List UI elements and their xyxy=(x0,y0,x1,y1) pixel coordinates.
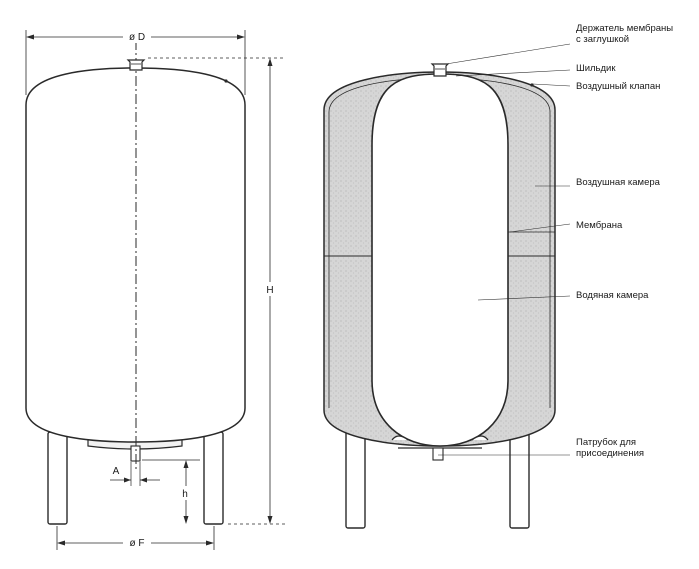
right-leg xyxy=(203,431,224,525)
bottom-clamp-right xyxy=(471,435,489,441)
label-connection-1: Патрубок для xyxy=(576,437,636,448)
connection-nozzle xyxy=(432,447,444,461)
label-air-valve: Воздушный клапан xyxy=(576,81,660,92)
air-valve-icon xyxy=(224,79,228,83)
dimension-h: H xyxy=(148,57,285,525)
callout-leaders xyxy=(438,43,571,456)
cutaway-left-leg xyxy=(345,427,366,529)
cutaway-right-leg xyxy=(509,427,530,529)
tank-external-view: ø D H A h xyxy=(25,30,285,550)
label-membrane-holder-2: с заглушкой xyxy=(576,34,629,45)
label-connection-2: присоединения xyxy=(576,448,644,459)
dimension-d: ø D xyxy=(25,30,246,95)
tank-cutaway-view xyxy=(323,63,556,529)
label-membrane: Мембрана xyxy=(576,220,623,231)
dimension-f-label: ø F xyxy=(130,538,145,549)
top-fitting xyxy=(126,59,146,71)
dimension-a-label: A xyxy=(113,466,120,477)
dimension-h-label: H xyxy=(266,285,273,296)
left-leg xyxy=(47,431,68,525)
label-membrane-holder-1: Держатель мембраны xyxy=(576,23,673,34)
dimension-a: A xyxy=(110,462,160,486)
dimension-leg-h-label: h xyxy=(182,489,188,500)
membrane-water-chamber xyxy=(371,73,509,447)
tank-body xyxy=(25,67,246,443)
label-nameplate: Шильдик xyxy=(576,63,616,74)
dimension-leg-h: h xyxy=(142,459,200,524)
bottom-clamp-left xyxy=(391,435,409,441)
dimension-d-label: ø D xyxy=(129,32,145,43)
label-water-chamber: Водяная камера xyxy=(576,290,649,301)
callout-labels: Держатель мембраны с заглушкой Шильдик В… xyxy=(576,23,673,459)
label-air-chamber: Воздушная камера xyxy=(576,177,661,188)
dimension-f: ø F xyxy=(56,526,215,550)
membrane-holder-icon xyxy=(430,63,450,77)
